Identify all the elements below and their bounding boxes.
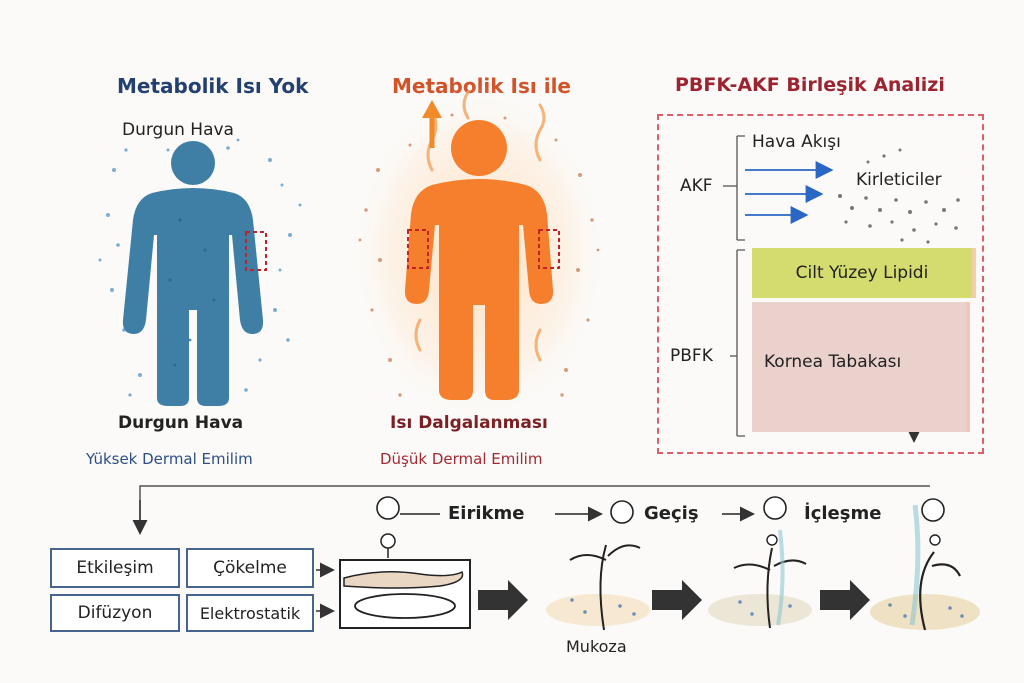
high-absorption-label: Yüksek Dermal Emilim <box>86 450 253 468</box>
stage-gecis: Geçiş <box>644 503 699 524</box>
box-precipitation: Çökelme <box>186 548 314 588</box>
skin-surface-lipid-layer: Cilt Yüzey Lipidi <box>752 248 976 298</box>
stage-circles <box>376 496 945 524</box>
airflow-arrows <box>745 161 834 224</box>
mucosa-stage-3 <box>870 504 980 631</box>
left-skin-marker <box>245 231 267 271</box>
stage-arrows <box>478 580 870 620</box>
mucosa-label: Mukoza <box>566 637 627 656</box>
blue-human-figure <box>122 141 264 406</box>
left-panel-title: Metabolik Isı Yok <box>117 74 309 98</box>
corneum-layer: Kornea Tabakası <box>752 302 970 432</box>
orange-human-figure <box>404 120 554 400</box>
middle-left-skin-marker <box>407 229 429 269</box>
pollutants-label: Kirleticiler <box>856 170 942 190</box>
box-interaction: Etkileşim <box>50 548 180 588</box>
right-panel-title: PBFK-AKF Birleşik Analizi <box>675 74 945 96</box>
pbfk-label: PBFK <box>670 346 713 366</box>
stage-eirikme: Eirikme <box>448 503 525 524</box>
pollutant-particles <box>838 148 960 244</box>
box-diffusion: Difüzyon <box>50 594 180 632</box>
still-air-top-label: Durgun Hava <box>122 120 234 140</box>
warm-particles <box>358 113 600 397</box>
deposition-tray <box>339 533 471 629</box>
mucosa-stage-1 <box>546 544 650 631</box>
pbfk-akf-panel <box>657 114 984 454</box>
akf-label: AKF <box>680 176 713 196</box>
stage-iclesme: İçleşme <box>804 503 882 524</box>
corneum-label: Kornea Tabakası <box>764 352 902 372</box>
low-absorption-label: Düşük Dermal Emilim <box>380 450 543 468</box>
box-electrostatic: Elektrostatik <box>186 594 314 632</box>
still-air-bottom-label: Durgun Hava <box>118 413 244 433</box>
mucosa-stage-2 <box>708 529 812 629</box>
blue-particles <box>98 138 302 397</box>
airflow-label: Hava Akışı <box>752 132 841 152</box>
middle-right-skin-marker <box>538 229 560 269</box>
